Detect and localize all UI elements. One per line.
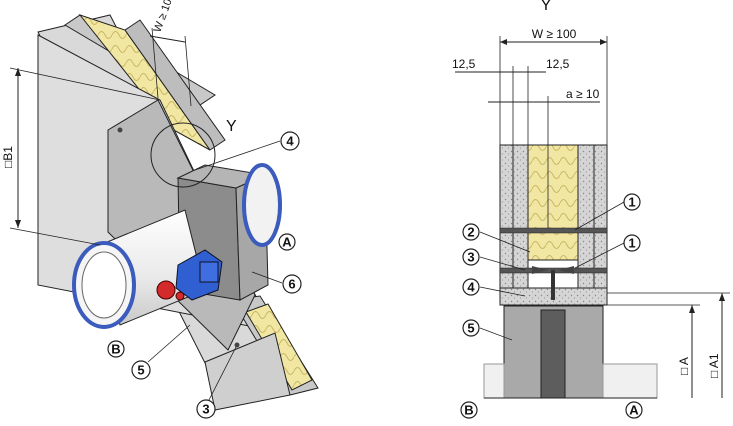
w-dim-line	[149, 35, 186, 43]
clip-left	[532, 266, 548, 274]
detail-title: Y	[541, 0, 552, 14]
sec-dim-gap: a ≥ 10	[566, 87, 600, 101]
clip-right	[558, 266, 574, 274]
actuator-box	[199, 261, 219, 283]
iso-w-dim: W ≥ 100	[152, 0, 177, 34]
sec-callout-4: 4	[467, 280, 475, 295]
sec-w-arrow-r	[600, 39, 607, 45]
sec-dim-right: 12,5	[546, 57, 570, 71]
leader-r1a	[574, 201, 625, 231]
sec-dim-a1: □ A1	[707, 353, 721, 378]
right-board-outer	[593, 144, 608, 306]
sec-w-arrow-l	[500, 39, 507, 45]
left-board-inner	[512, 144, 529, 306]
duct-stub-left	[483, 363, 505, 399]
leader-l2	[479, 231, 531, 253]
sec-callout-5-circle	[462, 319, 480, 337]
sec-callout-5: 5	[467, 321, 474, 336]
sec-callout-4-circle	[462, 278, 480, 296]
center-rod	[551, 270, 555, 300]
sec-callout-r1a-circle	[623, 193, 641, 211]
fixing-rail-top	[499, 227, 608, 234]
sec-callout-2-circle	[462, 223, 480, 241]
leader-l3	[479, 256, 526, 271]
front-duct-inner	[81, 251, 127, 319]
sec-dim-left: 12,5	[452, 57, 476, 71]
plate-hole	[234, 342, 240, 348]
sec-callout-3: 3	[467, 250, 474, 265]
sec-callout-r1a: 1	[628, 195, 635, 210]
sec-callout-r1b: 1	[628, 236, 635, 251]
duct-stub-right	[602, 363, 658, 399]
iso-callout-3: 3	[202, 402, 209, 417]
sec-callout-3-circle	[462, 248, 480, 266]
sec-side-a-circle	[625, 401, 643, 419]
right-board-inner	[577, 144, 595, 306]
sec-w-dim: W ≥ 100	[532, 27, 577, 41]
iso-callout-4: 4	[286, 134, 294, 149]
b1-ext-bottom	[9, 227, 101, 246]
left-board-outer	[499, 144, 514, 306]
section-detail-y: Y W ≥ 100 12,5 12,5	[452, 0, 730, 419]
iso-detail-ref: Y	[226, 118, 237, 135]
isometric-view: W ≥ 100 □B1 Y 4 6 5 3 A B	[1, 0, 319, 419]
iso-callout-5: 5	[137, 363, 144, 378]
iso-side-a: A	[282, 235, 292, 250]
iso-side-a-circle	[278, 233, 296, 251]
sec-side-b: B	[464, 403, 473, 418]
b1-arrow-bottom	[15, 220, 21, 228]
callout-5-circle	[131, 360, 151, 380]
leader-l5	[479, 327, 513, 341]
sec-side-a: A	[629, 403, 639, 418]
a-arrow	[689, 305, 695, 313]
callout-4-circle	[280, 131, 300, 151]
sec-callout-r1b-circle	[623, 234, 641, 252]
release-knob-hub	[175, 291, 185, 301]
iso-side-b-circle	[107, 340, 125, 358]
b1-arrow-top	[15, 68, 21, 76]
plate-hole	[117, 127, 123, 133]
release-knob	[156, 280, 176, 300]
leader-l4	[479, 286, 526, 297]
w-ext-right	[184, 35, 192, 107]
leader-6	[251, 271, 283, 284]
iso-side-b: B	[111, 342, 120, 357]
w-ext-left	[151, 27, 159, 99]
leader-5	[147, 324, 191, 363]
callout-6-circle	[282, 274, 302, 294]
detail-circle	[150, 122, 216, 188]
iso-b1-dim: □B1	[1, 146, 15, 168]
rear-duct-ring	[242, 163, 282, 247]
sec-callout-2: 2	[467, 225, 474, 240]
insulation-core	[527, 144, 579, 266]
leader-r1b	[574, 242, 625, 269]
sec-dim-a: □ A	[677, 357, 691, 375]
upper-wall-board-back	[124, 19, 226, 151]
a1-arrow	[719, 293, 725, 301]
leader-3	[208, 346, 237, 401]
leader-4	[194, 140, 281, 171]
sec-side-b-circle	[460, 401, 478, 419]
b1-ext-top	[9, 67, 161, 101]
iso-callout-6: 6	[288, 277, 295, 292]
callout-3-circle	[196, 399, 216, 419]
cassette-blade	[540, 309, 566, 399]
